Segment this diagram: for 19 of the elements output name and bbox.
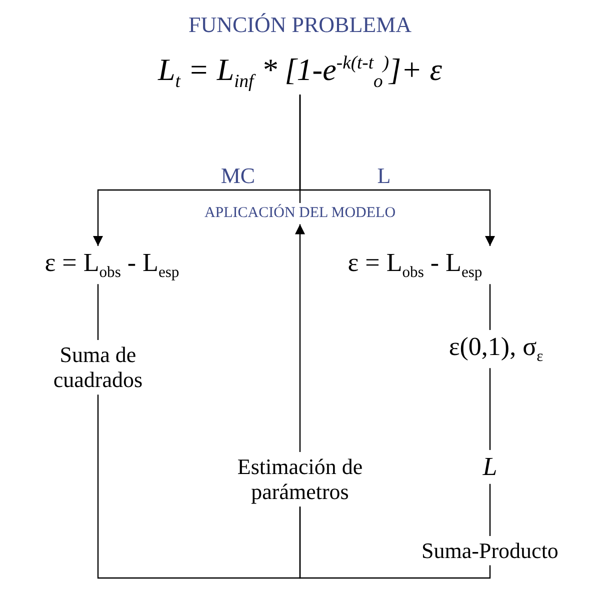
formula: ε = L$_{obs}$ - L$_{esp}$ [44,248,180,282]
formula: ε = L$_{obs}$ - L$_{esp}$ [348,248,482,282]
edge-label: MC [220,163,256,188]
step-label: Suma-Producto [422,538,558,564]
connector-line [97,394,301,579]
edge-label: L [377,163,391,188]
arrow [299,94,495,246]
connector-line [489,484,491,536]
connector-line [299,506,491,579]
connector-line [97,284,99,340]
model-label: APLICACIÓN DEL MODELO [204,205,396,222]
connector-line [489,284,491,330]
variable-label: L [482,452,498,482]
step-label: Suma de cuadrados [33,342,163,393]
diagram-title: FUNCIÓN PROBLEMA [188,12,412,38]
formula: ε(0,1), σ$_{ε}$ [448,332,544,366]
connector-line [489,368,491,450]
step-label: Estimación de parámetros [220,454,380,505]
arrow [295,224,305,452]
